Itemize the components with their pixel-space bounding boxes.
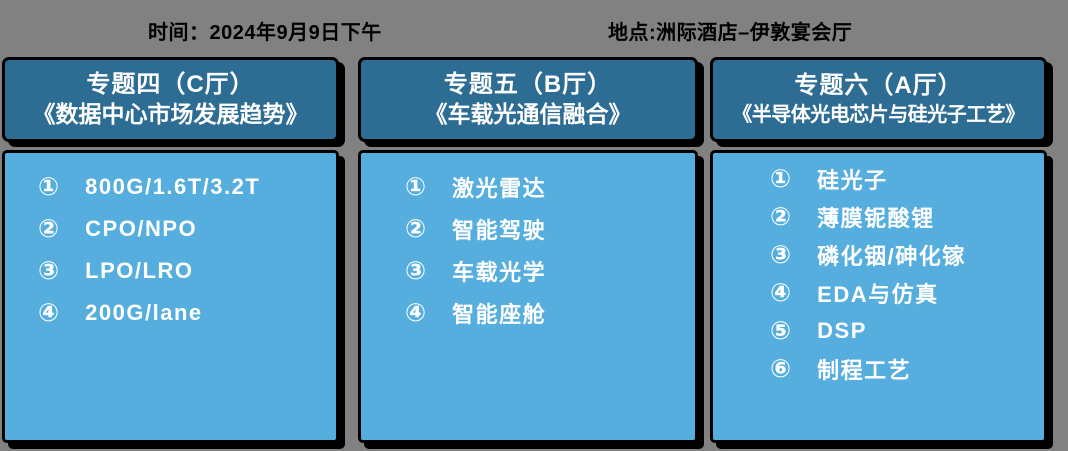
panel-title: 专题六（A厅）: [794, 72, 963, 100]
item-label: 硅光子: [817, 168, 888, 193]
circled-number-icon: ③: [38, 256, 60, 285]
circled-number-icon: ⑤: [770, 316, 792, 345]
panel-subtitle: 《数据中心市场发展趋势》: [32, 101, 309, 128]
item-label: 200G/lane: [85, 300, 203, 325]
time-label: 时间：2024年9月9日下午: [148, 22, 382, 44]
item-label: CPO/NPO: [85, 216, 198, 241]
circled-number-icon: ③: [770, 240, 792, 269]
panel-topic-6-header: 专题六（A厅） 《半导体光电芯片与硅光子工艺》: [710, 57, 1047, 142]
circled-number-icon: ①: [405, 172, 427, 201]
panel-topic-5-header: 专题五（B厅） 《车载光通信融合》: [358, 57, 698, 142]
panel-topic-6-body: ① 硅光子 ② 薄膜铌酸锂 ③ 磷化铟/砷化镓 ④ EDA与仿真 ⑤ DSP ⑥…: [710, 150, 1047, 443]
item-label: 激光雷达: [452, 176, 547, 201]
topic-item: ② 智能驾驶: [405, 215, 687, 243]
panel-subtitle: 《半导体光电芯片与硅光子工艺》: [732, 103, 1025, 126]
topic-item: ② 薄膜铌酸锂: [770, 203, 1036, 231]
item-label: DSP: [817, 318, 867, 343]
circled-number-icon: ④: [38, 298, 60, 327]
item-label: 智能座舱: [452, 302, 547, 327]
topic-item: ③ 车载光学: [405, 257, 687, 285]
item-label: 薄膜铌酸锂: [817, 206, 935, 231]
circled-number-icon: ②: [38, 214, 60, 243]
topic-item: ⑤ DSP: [770, 317, 1036, 345]
item-label: 智能驾驶: [452, 218, 547, 243]
circled-number-icon: ④: [770, 278, 792, 307]
topic-item: ③ 磷化铟/砷化镓: [770, 241, 1036, 269]
panel-topic-6: 专题六（A厅） 《半导体光电芯片与硅光子工艺》 ① 硅光子 ② 薄膜铌酸锂 ③ …: [710, 57, 1047, 443]
panel-subtitle: 《车载光通信融合》: [424, 101, 632, 128]
circled-number-icon: ②: [405, 214, 427, 243]
topic-item: ④ 200G/lane: [38, 299, 328, 327]
topic-item: ④ 智能座舱: [405, 299, 687, 327]
item-label: 制程工艺: [817, 358, 912, 383]
topic-item: ① 激光雷达: [405, 173, 687, 201]
circled-number-icon: ①: [38, 172, 60, 201]
topic-item: ⑥ 制程工艺: [770, 355, 1036, 383]
topic-item: ① 硅光子: [770, 165, 1036, 193]
panel-topic-4-body: ① 800G/1.6T/3.2T ② CPO/NPO ③ LPO/LRO ④ 2…: [2, 150, 339, 443]
circled-number-icon: ①: [770, 164, 792, 193]
panel-title: 专题五（B厅）: [443, 70, 613, 98]
item-label: EDA与仿真: [817, 282, 939, 307]
topic-item: ④ EDA与仿真: [770, 279, 1036, 307]
panel-topic-5-body: ① 激光雷达 ② 智能驾驶 ③ 车载光学 ④ 智能座舱: [358, 150, 698, 443]
topic-item: ② CPO/NPO: [38, 215, 328, 243]
panel-topic-5: 专题五（B厅） 《车载光通信融合》 ① 激光雷达 ② 智能驾驶 ③ 车载光学 ④…: [358, 57, 698, 443]
panel-topic-4: 专题四（C厅） 《数据中心市场发展趋势》 ① 800G/1.6T/3.2T ② …: [2, 57, 339, 443]
panel-title: 专题四（C厅）: [86, 70, 255, 98]
circled-number-icon: ⑥: [770, 354, 792, 383]
circled-number-icon: ②: [770, 202, 792, 231]
item-label: 车载光学: [452, 260, 547, 285]
topic-item: ③ LPO/LRO: [38, 257, 328, 285]
location-label: 地点:洲际酒店–伊敦宴会厅: [608, 22, 853, 44]
item-label: LPO/LRO: [85, 258, 194, 283]
item-label: 800G/1.6T/3.2T: [85, 174, 261, 199]
circled-number-icon: ③: [405, 256, 427, 285]
circled-number-icon: ④: [405, 298, 427, 327]
topic-item: ① 800G/1.6T/3.2T: [38, 173, 328, 201]
panel-topic-4-header: 专题四（C厅） 《数据中心市场发展趋势》: [2, 57, 339, 142]
item-label: 磷化铟/砷化镓: [817, 244, 966, 269]
